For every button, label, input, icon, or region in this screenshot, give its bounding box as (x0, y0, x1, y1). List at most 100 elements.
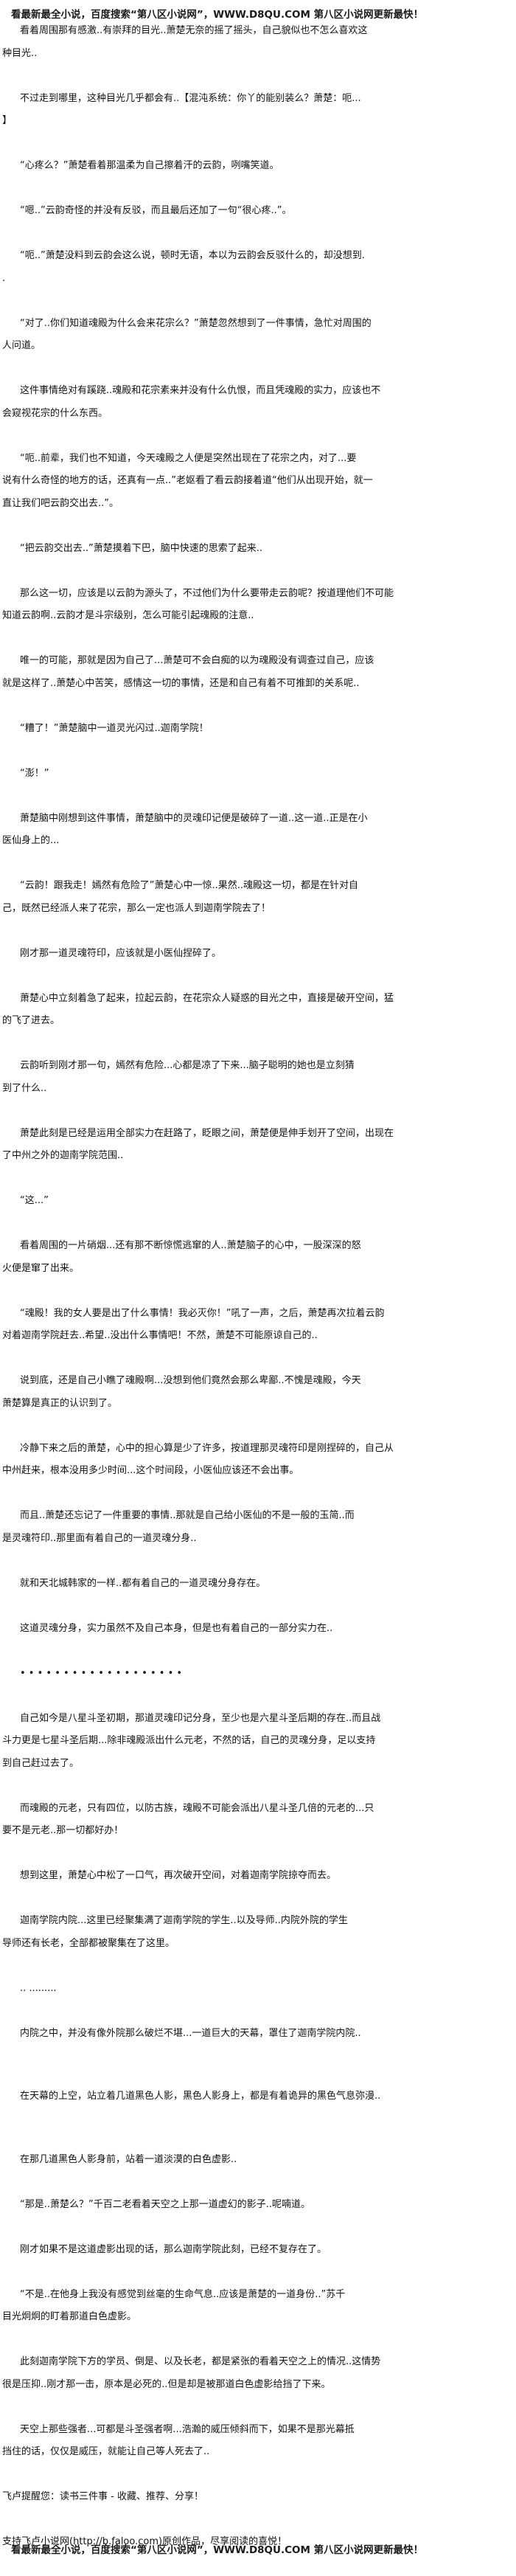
text-line: 挡住的话，仅仅是威压，就能让自己等人死去了.. (2, 2446, 210, 2457)
text-line: 会窥视花宗的什么东西。 (2, 407, 108, 419)
paragraph: 想到这里，萧楚心中松了一口气，再次破开空间，对着迦南学院掠夺而去。 (2, 1865, 386, 1888)
paragraph: 刚才那一道灵魂符印，应该就是小医仙捏碎了。 (2, 943, 386, 966)
paragraph: 迦南学院内院...这里已经聚集满了迦南学院的学生..以及导师..内院外院的学生导… (2, 1910, 386, 1955)
text-line: 这道灵魂分身，实力虽然不及自己本身，但是也有着自己的一部分实力在.. (20, 1622, 333, 1634)
text-line: “澎！” (20, 767, 49, 779)
text-line: 看着周围的一片硝烟...还有那不断惊慌逃窜的人..萧楚脑子的心中，一股深深的怒 (20, 1240, 361, 1251)
text-line: 很是压抑..刚才那一击，原本是必死的..但是却是被那道白色虚影给挡了下来。 (2, 2378, 331, 2390)
paragraph: “那是..萧楚么？”千百二老看着天空之上那一道虚幻的影子..呢喃道。 (2, 2194, 386, 2217)
paragraph: “呃..前辈，我们也不知道，今天魂殿之人便是突然出现在了花宗之内，对了...要说… (2, 448, 386, 516)
text-line: “这...” (20, 1195, 49, 1206)
text-line: 看着周围那有感激..有崇拜的目光..萧楚无奈的摇了摇头，自己貌似也不怎么喜欢这 (20, 25, 368, 36)
text-line: 斗力更是七星斗圣后期...除非魂殿派出什么元老，不然的话，自己的灵魂分身，足以支… (2, 1735, 376, 1746)
site-banner-top: 看最新最全小说，百度搜索“第八区小说网”，WWW.D8QU.COM 第八区小说网… (11, 9, 424, 21)
text-line: 刚才如果不是这道虚影出现的话，那么迦南学院此刻，已经不复存在了。 (20, 2243, 327, 2255)
paragraph: 冷静下来之后的萧楚，心中的担心算是少了许多，按道理那灵魂符印是刚捏碎的，自己从中… (2, 1438, 394, 1483)
text-line: 萧楚脑中刚想到这件事情，萧楚脑中的灵魂印记便是破碎了一道..这一道..正是在小 (20, 812, 368, 824)
text-line: 不过走到哪里，这种目光几乎都会有..【混沌系统：你丫的能别装么？萧楚：呃... (20, 92, 361, 104)
paragraph: “对了..你们知道魂殿为什么会来花宗么？”萧楚忽然想到了一件事情，急忙对周围的人… (2, 313, 386, 358)
paragraph: 此刻迦南学院下方的学员、倒是、以及长老，都是紧张的看着天空之上的情况..这情势很… (2, 2351, 386, 2396)
text-line: “心疼么？”萧楚看着那温柔为自己擦着汗的云韵，咧嘴笑道。 (20, 160, 279, 171)
paragraph: 内院之中，并没有像外院那么破烂不堪...一道巨大的天幕，罩住了迦南学院内院.. (2, 2023, 386, 2046)
paragraph: 看着周围的一片硝烟...还有那不断惊慌逃窜的人..萧楚脑子的心中，一股深深的怒火… (2, 1235, 386, 1280)
text-line: 导师还有长老，全部都被聚集在了这里。 (2, 1937, 175, 1949)
text-line: 冷静下来之后的萧楚，心中的担心算是少了许多，按道理那灵魂符印是刚捏碎的，自己从 (20, 1442, 394, 1454)
text-line: 迦南学院内院...这里已经聚集满了迦南学院的学生..以及导师..内院外院的学生 (20, 1915, 348, 1926)
text-line: • • • • • • • • • • • • • • • • • • • (20, 1667, 183, 1679)
text-line: “嗯..”云韵奇怪的并没有反驳，而且最后还加了一句“很心疼..”。 (20, 205, 292, 216)
text-line: 自己如今是八星斗圣初期，那道灵魂印记分身，至少也是六星斗圣后期的存在..而且战 (20, 1712, 381, 1724)
text-line: 】 (2, 115, 13, 126)
text-line: 说有什么奇怪的地方的话，还真有一点..”老妪看了看云韵接着道“他们从出现开始，就… (2, 475, 373, 486)
paragraph: “嗯..”云韵奇怪的并没有反驳，而且最后还加了一句“很心疼..”。 (2, 200, 386, 223)
footer-note: 飞卢提醒您：读书三件事 - 收藏、推荐、分享！ (2, 2486, 386, 2509)
paragraph: 唯一的可能，那就是因为自己了...萧楚可不会白痴的以为魂殿没有调查过自己，应该就… (2, 650, 386, 695)
paragraph: 云韵听到刚才那一句，嫣然有危险...心都是凉了下来...脑子聪明的她也是立刻猜到… (2, 1055, 386, 1100)
text-line: 己，既然已经派人来了花宗，那么一定也派人到迦南学院去了！ (2, 902, 271, 914)
text-line: 在那几道黑色人影身前，站着一道淡漠的白色虚影.. (20, 2153, 237, 2165)
text-line: 人问道。 (2, 340, 41, 351)
text-line: “不是..在他身上我没有感觉到丝毫的生命气息..应该是萧楚的一道身份..”苏千 (20, 2288, 346, 2300)
paragraph: 自己如今是八星斗圣初期，那道灵魂印记分身，至少也是六星斗圣后期的存在..而且战斗… (2, 1708, 386, 1776)
paragraph: 在那几道黑色人影身前，站着一道淡漠的白色虚影.. (2, 2149, 386, 2172)
paragraph: 萧楚此刻是已经是运用全部实力在赶路了，眨眼之间，萧楚便是伸手划开了空间，出现在了… (2, 1123, 394, 1168)
paragraph: “澎！” (2, 763, 386, 786)
text-line: “呃..”萧楚没料到云韵会这么说，顿时无语，本以为云韵会反驳什么的，却没想到. (20, 250, 365, 261)
text-line: 云韵听到刚才那一句，嫣然有危险...心都是凉了下来...脑子聪明的她也是立刻猜 (20, 1060, 355, 1071)
text-line: 而魂殿的元老，只有四位，以防古族，魂殿不可能会派出八星斗圣几倍的元老的...只 (20, 1802, 374, 1814)
text-line: 到自己赶过去了。 (2, 1757, 80, 1769)
text-line: “把云韵交出去..”萧楚摸着下巴，脑中快速的思索了起来.. (20, 542, 262, 554)
text-line: 就和天北城韩家的一样..都有着自己的一道灵魂分身存在。 (20, 1577, 266, 1589)
text-line: 要不是元老..那一切都好办！ (2, 1825, 124, 1836)
text-line: 内院之中，并没有像外院那么破烂不堪...一道巨大的天幕，罩住了迦南学院内院.. (20, 2027, 361, 2039)
paragraph: 这道灵魂分身，实力虽然不及自己本身，但是也有着自己的一部分实力在.. (2, 1618, 386, 1641)
text-line: 想到这里，萧楚心中松了一口气，再次破开空间，对着迦南学院掠夺而去。 (20, 1870, 337, 1881)
text-line: 在天幕的上空，站立着几道黑色人影，黑色人影身上，都是有着诡异的黑色气息弥漫.. (20, 2091, 381, 2102)
text-line: 中州赶来，根本没用多少时间...这个时间段，小医仙应该还不会出事。 (2, 1465, 299, 1476)
text-line: 唯一的可能，那就是因为自己了...萧楚可不会白痴的以为魂殿没有调查过自己，应该 (20, 655, 374, 666)
text-line: 知道云韵啊..云韵才是斗宗级别，怎么可能引起魂殿的注意.. (2, 610, 254, 621)
text-line: 说到底，还是自己小瞧了魂殿啊...没想到他们竟然会那么卑鄙..不愧是魂殿，今天 (20, 1375, 361, 1386)
text-line: 种目光.. (2, 47, 38, 59)
footer-note: 支持飞卢小说网(http://b.faloo.com)原创作品，尽享阅读的喜悦！ (2, 2531, 386, 2554)
text-line: 天空上那些强者...可都是斗圣强者啊...浩瀚的威压倾斜而下，如果不是那光幕抵 (20, 2423, 355, 2435)
text-line: 了中州之外的迦南学院范围.. (2, 1150, 124, 1161)
text-line: 这件事情绝对有蹊跷..魂殿和花宗素来并没有什么仇恨，而且凭魂殿的实力，应该也不 (20, 385, 381, 396)
paragraph: 那么这一切，应该是以云韵为源头了，不过他们为什么要带走云韵呢？按道理他们不可能知… (2, 583, 394, 628)
chapter-content: 看着周围那有感激..有崇拜的目光..萧楚无奈的摇了摇头，自己貌似也不怎么喜欢这种… (2, 20, 394, 2576)
text-line: 萧楚算是真正的认识到了。 (2, 1397, 118, 1409)
paragraph: “把云韵交出去..”萧楚摸着下巴，脑中快速的思索了起来.. (2, 538, 386, 561)
paragraph: “心疼么？”萧楚看着那温柔为自己擦着汗的云韵，咧嘴笑道。 (2, 155, 386, 178)
text-line: 火便是窜了出来。 (2, 1262, 80, 1274)
paragraph: • • • • • • • • • • • • • • • • • • • (2, 1663, 386, 1686)
paragraph: 刚才如果不是这道虚影出现的话，那么迦南学院此刻，已经不复存在了。 (2, 2239, 386, 2262)
text-line: 支持飞卢小说网(http://b.faloo.com)原创作品，尽享阅读的喜悦！ (2, 2536, 287, 2547)
text-line: “糟了！”萧楚脑中一道灵光闪过..迦南学院！ (20, 722, 209, 734)
text-line: 而且..萧楚还忘记了一件重要的事情..那就是自己给小医仙的不是一般的玉简..而 (20, 1510, 355, 1521)
text-line: 是灵魂符印..那里面有着自己的一道灵魂分身.. (2, 1532, 197, 1544)
text-line: 萧楚心中立刻着急了起来，拉起云韵，在花宗众人疑惑的目光之中，直接是破开空间，猛 (20, 992, 394, 1004)
text-line: “云韵！跟我走！嫣然有危险了”萧楚心中一惊..果然..魂殿这一切，都是在针对自 (20, 880, 358, 891)
paragraph: “这...” (2, 1190, 386, 1213)
text-line: 到了什么.. (2, 1082, 47, 1094)
text-line: 那么这一切，应该是以云韵为源头了，不过他们为什么要带走云韵呢？按道理他们不可能 (20, 587, 394, 599)
paragraph: 这件事情绝对有蹊跷..魂殿和花宗素来并没有什么仇恨，而且凭魂殿的实力，应该也不会… (2, 380, 386, 425)
text-line: . (2, 272, 6, 284)
paragraph: 在天幕的上空，站立着几道黑色人影，黑色人影身上，都是有着诡异的黑色气息弥漫.. (2, 2085, 386, 2108)
paragraph: 天空上那些强者...可都是斗圣强者啊...浩瀚的威压倾斜而下，如果不是那光幕抵挡… (2, 2419, 386, 2464)
text-line: “呃..前辈，我们也不知道，今天魂殿之人便是突然出现在了花宗之内，对了...要 (20, 452, 357, 464)
text-line: 直让我们吧云韵交出去..”。 (2, 497, 119, 509)
paragraph: 萧楚心中立刻着急了起来，拉起云韵，在花宗众人疑惑的目光之中，直接是破开空间，猛的… (2, 988, 394, 1033)
paragraph: 就和天北城韩家的一样..都有着自己的一道灵魂分身存在。 (2, 1573, 386, 1596)
text-line: 萧楚此刻是已经是运用全部实力在赶路了，眨眼之间，萧楚便是伸手划开了空间，出现在 (20, 1127, 394, 1139)
text-line: .. ......... (20, 1982, 57, 1994)
site-banner-bottom: 看最新最全小说，百度搜索“第八区小说网”，WWW.D8QU.COM 第八区小说网… (11, 2544, 424, 2556)
text-line: 此刻迦南学院下方的学员、倒是、以及长老，都是紧张的看着天空之上的情况..这情势 (20, 2356, 381, 2367)
text-line: “魂殿！我的女人要是出了什么事情！我必灭你！”吼了一声，之后，萧楚再次拉着云韵 (20, 1307, 385, 1319)
paragraph: 看着周围那有感激..有崇拜的目光..萧楚无奈的摇了摇头，自己貌似也不怎么喜欢这种… (2, 20, 386, 65)
text-line: 医仙身上的... (2, 835, 60, 846)
paragraph: “云韵！跟我走！嫣然有危险了”萧楚心中一惊..果然..魂殿这一切，都是在针对自己… (2, 875, 386, 920)
text-line: 的飞了进去。 (2, 1015, 60, 1026)
paragraph: “呃..”萧楚没料到云韵会这么说，顿时无语，本以为云韵会反驳什么的，却没想到.. (2, 245, 386, 290)
text-line: 对着迦南学院赶去..希望..没出什么事情吧！不然，萧楚不可能原谅自己的.. (2, 1330, 318, 1341)
